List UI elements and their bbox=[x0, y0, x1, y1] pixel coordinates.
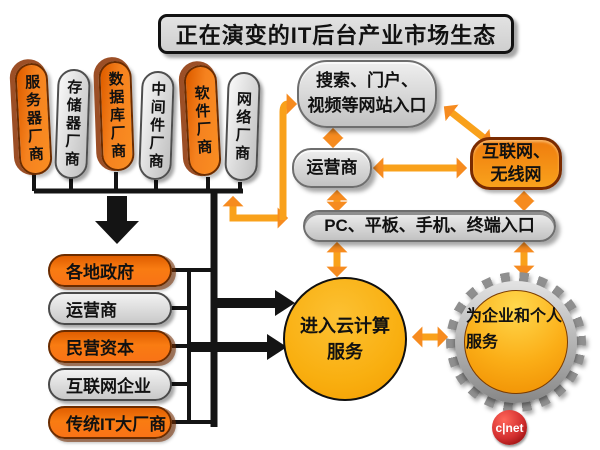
vendor-software: 软件厂商 bbox=[183, 64, 222, 177]
stakeholder-private-capital-label: 民营资本 bbox=[66, 339, 134, 358]
service-gear: 为企业和个人 服务 bbox=[446, 272, 586, 412]
vendor-storage-label: 存储器厂商 bbox=[62, 78, 83, 170]
stakeholder-internet-companies-label: 互联网企业 bbox=[66, 377, 151, 396]
stakeholder-internet-companies: 互联网企业 bbox=[48, 368, 172, 401]
internet-wireless-line2: 无线网 bbox=[490, 164, 542, 184]
vendor-storage: 存储器厂商 bbox=[54, 68, 91, 180]
stakeholder-traditional-it-label: 传统IT大厂商 bbox=[66, 415, 167, 434]
vendor-bus-lines bbox=[32, 172, 243, 427]
vendor-network: 网络厂商 bbox=[224, 71, 261, 182]
vendor-middleware-label: 中间件厂商 bbox=[146, 80, 167, 171]
cloud-computing-line2: 服务 bbox=[327, 342, 363, 362]
terminal-entry-label: PC、平板、手机、终端入口 bbox=[324, 215, 535, 235]
gear-service-line2: 服务 bbox=[466, 334, 499, 352]
vendor-server: 服务器厂商 bbox=[14, 62, 53, 176]
arrow-portal-network bbox=[443, 104, 492, 146]
vendor-software-label: 软件厂商 bbox=[192, 84, 213, 157]
cnet-logo-text: c|net bbox=[495, 420, 524, 435]
arrow-vendorbus-terminal bbox=[222, 195, 289, 229]
stakeholder-traditional-it: 传统IT大厂商 bbox=[48, 406, 172, 439]
arrow-vendors-to-stakeholders bbox=[95, 196, 139, 244]
vendor-server-label: 服务器厂商 bbox=[22, 73, 45, 165]
vendor-network-label: 网络厂商 bbox=[232, 90, 253, 163]
diagram-title-text: 正在演变的IT后台产业市场生态 bbox=[175, 23, 497, 48]
portal-entry-line2: 视频等网站入口 bbox=[307, 96, 427, 115]
diagram-title: 正在演变的IT后台产业市场生态 bbox=[158, 14, 514, 54]
internet-wireless-line1: 互联网、 bbox=[482, 141, 550, 161]
stakeholder-operators: 运营商 bbox=[48, 292, 172, 325]
cloud-computing-line1: 进入云计算 bbox=[300, 315, 390, 336]
gear-core bbox=[464, 290, 568, 394]
operator-label: 运营商 bbox=[306, 157, 358, 177]
gear-service-label: 为企业和个人 服务 bbox=[466, 304, 562, 357]
vendor-middleware: 中间件厂商 bbox=[138, 70, 175, 181]
portal-entry-line1: 搜索、门户、 bbox=[316, 71, 418, 91]
terminal-entry-bar: PC、平板、手机、终端入口 bbox=[303, 210, 556, 242]
gear-service-line1: 为企业和个人 bbox=[466, 308, 563, 325]
stakeholder-governments: 各地政府 bbox=[48, 254, 172, 287]
stakeholder-operators-label: 运营商 bbox=[66, 301, 117, 320]
operator-box: 运营商 bbox=[292, 148, 372, 188]
internet-wireless-box: 互联网、 无线网 bbox=[470, 137, 562, 190]
stakeholder-private-capital: 民营资本 bbox=[48, 330, 172, 363]
cnet-logo: c|net bbox=[492, 410, 527, 445]
vendor-database: 数据库厂商 bbox=[98, 60, 135, 172]
arrow-vendorbus-portal bbox=[279, 93, 298, 220]
stakeholder-governments-label: 各地政府 bbox=[66, 263, 134, 282]
portal-entry-box: 搜索、门户、 视频等网站入口 bbox=[297, 60, 437, 128]
vendor-database-label: 数据库厂商 bbox=[106, 70, 127, 162]
cloud-computing-circle: 进入云计算 服务 bbox=[283, 277, 407, 401]
